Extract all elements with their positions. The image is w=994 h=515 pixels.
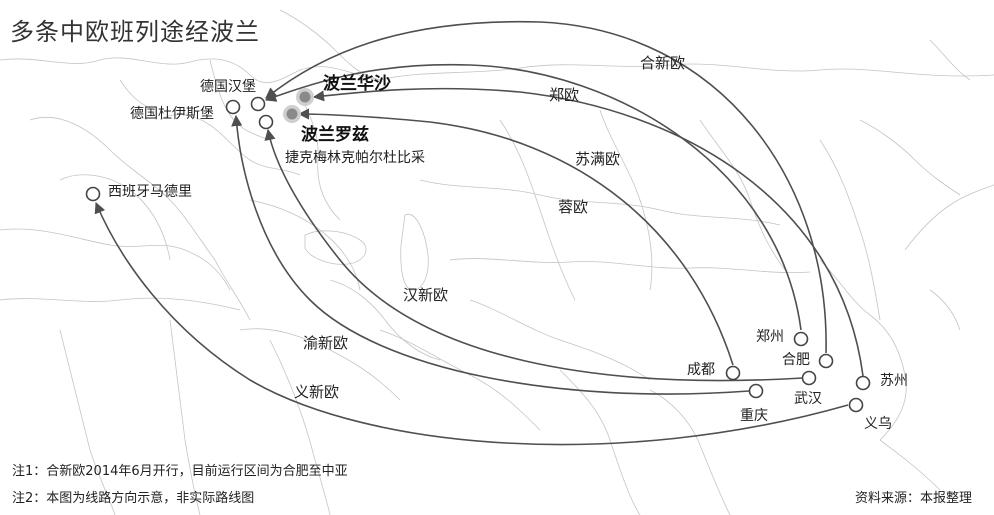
route-line-sumanou bbox=[312, 87, 864, 377]
city-dot-warsaw bbox=[299, 91, 311, 103]
country-borders bbox=[0, 9, 994, 515]
city-label-zhengzhou: 郑州 bbox=[756, 329, 784, 345]
city-label-chengdu: 成都 bbox=[687, 362, 715, 378]
city-label-lodz: 波兰罗兹 bbox=[301, 125, 369, 145]
map-title: 多条中欧班列途经波兰 bbox=[10, 18, 260, 46]
city-dot-chongqing bbox=[748, 383, 764, 399]
route-line-yixinou bbox=[94, 201, 849, 446]
city-label-warsaw: 波兰华沙 bbox=[323, 74, 391, 94]
route-label-hanxinou: 汉新欧 bbox=[403, 286, 449, 304]
route-label-zhengou: 郑欧 bbox=[549, 86, 580, 104]
route-line-hanxinou bbox=[264, 128, 804, 382]
route-lines bbox=[94, 20, 864, 446]
route-label-hexinou: 合新欧 bbox=[640, 54, 686, 72]
route-line-yuxinou bbox=[231, 114, 750, 395]
city-label-czech: 捷克梅林克帕尔杜比采 bbox=[285, 150, 425, 166]
route-line-zhengou bbox=[264, 63, 802, 331]
city-label-suzhou: 苏州 bbox=[880, 373, 908, 389]
city-dot-duisburg bbox=[225, 99, 241, 115]
route-label-yuxinou: 渝新欧 bbox=[303, 334, 349, 352]
city-dot-czech bbox=[258, 114, 274, 130]
route-line-rongou bbox=[297, 108, 734, 366]
city-label-duisburg: 德国杜伊斯堡 bbox=[130, 106, 214, 122]
footnote-1: 注1：合新欧2014年6月开行，目前运行区间为合肥至中亚 bbox=[12, 464, 348, 479]
city-dot-zhengzhou bbox=[793, 331, 809, 347]
city-label-hamburg: 德国汉堡 bbox=[200, 79, 256, 95]
city-label-yiwu: 义乌 bbox=[864, 416, 892, 432]
route-label-rongou: 蓉欧 bbox=[558, 198, 589, 216]
city-dot-wuhan bbox=[801, 370, 817, 386]
city-dot-madrid bbox=[85, 186, 101, 202]
city-label-chongqing: 重庆 bbox=[740, 408, 768, 424]
city-dot-suzhou bbox=[855, 375, 871, 391]
city-dot-chengdu bbox=[725, 365, 741, 381]
city-markers bbox=[85, 88, 871, 413]
route-label-yixinou: 义新欧 bbox=[294, 383, 340, 401]
city-dot-yiwu bbox=[848, 397, 864, 413]
city-label-wuhan: 武汉 bbox=[794, 391, 822, 407]
route-label-sumanou: 苏满欧 bbox=[575, 150, 621, 168]
city-dot-lodz bbox=[286, 108, 298, 120]
city-dot-hamburg bbox=[250, 96, 266, 112]
city-label-madrid: 西班牙马德里 bbox=[108, 184, 192, 200]
footnote-2: 注2：本图为线路方向示意，非实际路线图 bbox=[12, 491, 255, 506]
route-line-hexinou bbox=[265, 20, 827, 354]
city-dot-hefei bbox=[818, 353, 834, 369]
city-label-hefei: 合肥 bbox=[782, 352, 810, 368]
source-credit: 资料来源：本报整理 bbox=[854, 491, 972, 506]
